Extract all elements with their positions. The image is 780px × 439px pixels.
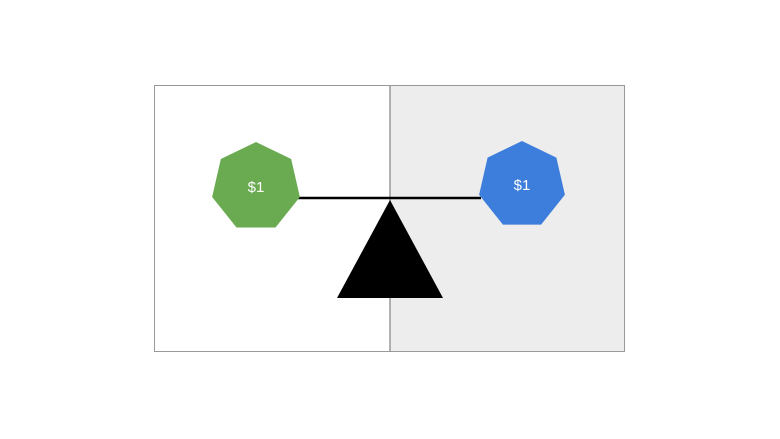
left-weight-heptagon[interactable]: [212, 142, 300, 228]
left-weight[interactable]: $1: [212, 142, 300, 228]
right-weight-heptagon[interactable]: [479, 141, 565, 225]
fulcrum-triangle: [337, 200, 443, 298]
